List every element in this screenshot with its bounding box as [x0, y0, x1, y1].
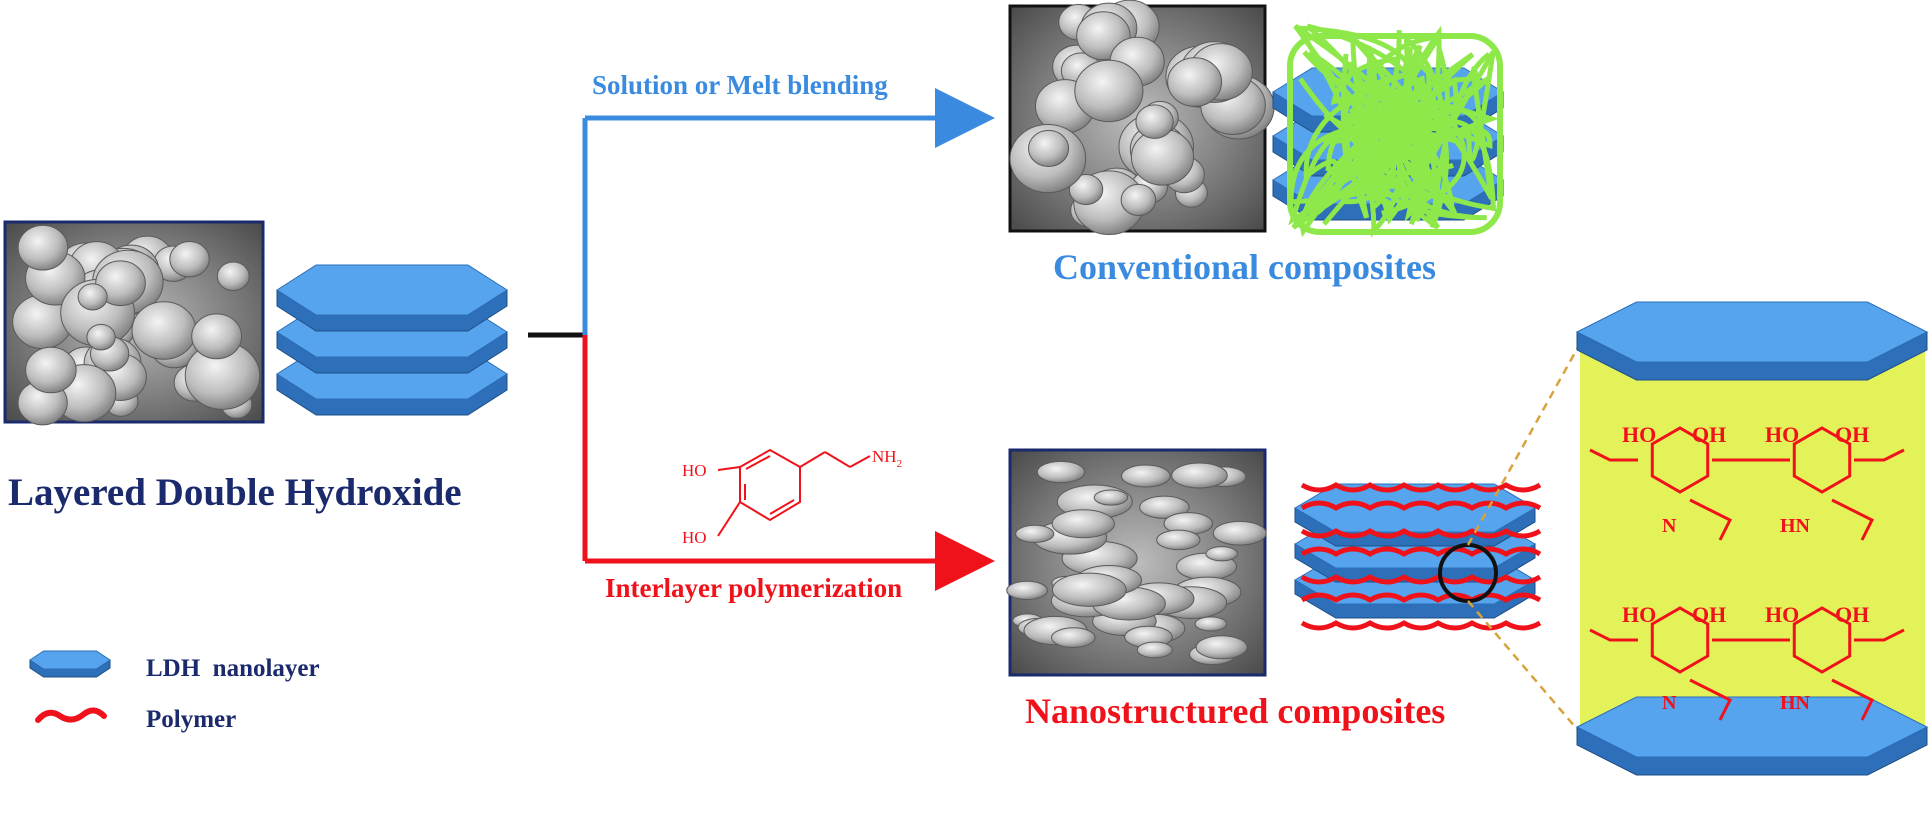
pyrrole-bond: [1689, 678, 1733, 721]
sem-grain: [1212, 520, 1267, 546]
chain-bond: [1854, 628, 1905, 642]
struct-ho-3: HO: [1622, 602, 1657, 627]
sem-grain: [1068, 173, 1104, 206]
sem-grain: [95, 260, 146, 307]
route-polymerization-label: Interlayer polymerization: [605, 573, 903, 603]
struct-n-1: N: [1662, 515, 1677, 537]
conventional-composites-label: Conventional composites: [1053, 247, 1437, 287]
sem-grain: [1120, 464, 1171, 488]
sem-grain: [1006, 580, 1048, 601]
sem-grain: [1027, 129, 1070, 168]
zoom-line-top: [1466, 339, 1584, 546]
polymer-chains-red: [1300, 482, 1542, 631]
monomer-ho-bottom: HO: [682, 528, 707, 547]
sem-grain: [77, 283, 108, 311]
pyrrole-bond: [1831, 498, 1875, 541]
chain-bond: [1854, 448, 1905, 462]
sem-grain: [1135, 104, 1174, 139]
red-polymer-chain: [1300, 482, 1542, 493]
struct-oh-1: OH: [1692, 422, 1727, 447]
red-polymer-chain: [1300, 592, 1542, 603]
struct-oh-4: OH: [1835, 602, 1870, 627]
aromatic-ring: [1792, 426, 1852, 494]
sem-grain: [216, 261, 250, 292]
chain-bond: [1589, 628, 1638, 642]
ldh-title: Layered Double Hydroxide: [8, 471, 462, 514]
sem-grain: [1093, 489, 1129, 506]
interlayer-gallery: [1575, 301, 1929, 776]
sem-grain: [1015, 524, 1055, 543]
struct-oh-3: OH: [1692, 602, 1727, 627]
sem-image-nanostructured: [1006, 448, 1267, 677]
ldh-plate: [276, 264, 508, 332]
monomer-amine: NH2: [872, 447, 902, 470]
sem-grain: [1036, 460, 1086, 484]
red-polymer-chain: [1300, 620, 1542, 631]
legend-plate: [29, 650, 111, 678]
sem-grain: [1205, 546, 1239, 562]
legend-ldh-icon: [29, 650, 111, 678]
sem-grain: [1139, 495, 1190, 519]
struct-ho-2: HO: [1765, 422, 1800, 447]
struct-ho-4: HO: [1765, 602, 1800, 627]
sem-grain: [1156, 529, 1201, 551]
legend-polymer-icon: [35, 707, 107, 723]
green-polymer-strand: [1300, 25, 1497, 238]
struct-ho-1: HO: [1622, 422, 1657, 447]
struct-oh-2: OH: [1835, 422, 1870, 447]
legend-ldh-label: LDH nanolayer: [146, 655, 320, 682]
sem-grain: [1136, 641, 1173, 659]
struct-hn-1: HN: [1780, 515, 1810, 537]
sem-grain: [1051, 627, 1096, 648]
branch-connector: [528, 88, 995, 591]
sem-grain: [1120, 183, 1157, 216]
sem-grain: [1195, 635, 1248, 660]
dopamine-structure: [717, 448, 871, 537]
ldh-stack-source: [276, 264, 508, 416]
struct-n-2: N: [1662, 692, 1677, 714]
chain-bond: [1589, 448, 1638, 462]
gallery-plate-bottom: [1575, 696, 1929, 776]
red-polymer-chain: [1300, 500, 1542, 511]
sem-image-ldh: [3, 220, 265, 426]
aromatic-ring: [1650, 426, 1710, 494]
aromatic-ring: [1650, 606, 1710, 674]
red-polymer-chain: [1300, 528, 1542, 539]
nanostructured-composites-label: Nanostructured composites: [1025, 691, 1446, 731]
sem-grain: [169, 241, 210, 278]
sem-grain: [1167, 57, 1223, 107]
sem-grain: [191, 313, 243, 360]
sem-grain: [86, 323, 116, 351]
aromatic-ring: [1792, 606, 1852, 674]
sem-grain: [1130, 128, 1195, 186]
monomer-ho-top: HO: [682, 461, 707, 480]
route-blending-label: Solution or Melt blending: [592, 70, 888, 100]
sem-grain: [25, 346, 77, 394]
legend-polymer-label: Polymer: [146, 706, 237, 733]
pyrrole-bond: [1689, 498, 1733, 541]
sem-grain: [1194, 616, 1228, 632]
sem-grain: [1052, 572, 1127, 607]
struct-hn-2: HN: [1780, 692, 1810, 714]
sem-grain: [17, 224, 69, 271]
red-polymer-chain: [1300, 546, 1542, 557]
red-polymer-chain: [1300, 574, 1542, 585]
sem-grain: [131, 301, 197, 360]
sem-image-conventional: [1008, 0, 1275, 236]
gallery-plate-top: [1575, 301, 1929, 381]
sem-grain: [1171, 462, 1228, 489]
zoom-line-bottom: [1467, 600, 1583, 736]
pyrrole-bond: [1831, 678, 1875, 721]
polymer-wrap-green: [1287, 23, 1503, 238]
sem-grain: [1074, 59, 1144, 123]
green-polymer-outline: [1287, 33, 1503, 235]
sem-grain: [1051, 509, 1115, 539]
